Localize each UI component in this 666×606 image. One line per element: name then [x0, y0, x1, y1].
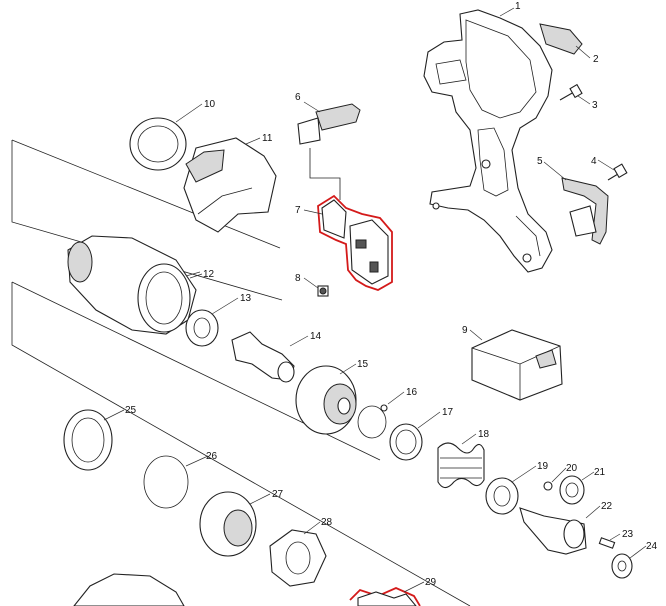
callout-14: 14	[310, 331, 322, 342]
callout-labels: 1 2 3 4 5 6 7 8 9 10 11 12 13 14 15 16 1…	[125, 1, 658, 588]
callout-15: 15	[357, 359, 369, 370]
part-19-washer[interactable]	[485, 477, 519, 515]
part-22-shaft[interactable]	[519, 507, 587, 555]
callout-10: 10	[204, 99, 216, 110]
callout-19: 19	[537, 461, 549, 472]
callout-24: 24	[646, 541, 658, 552]
callout-13: 13	[240, 293, 252, 304]
part-3-screw[interactable]	[559, 83, 583, 101]
callout-26: 26	[206, 451, 218, 462]
part-2-cover-plate[interactable]	[539, 23, 583, 55]
part-8-screw[interactable]	[317, 285, 329, 297]
callout-6: 6	[295, 92, 301, 103]
callout-3: 3	[592, 100, 598, 111]
part-29-switch-part[interactable]	[349, 587, 421, 606]
callout-16: 16	[406, 387, 418, 398]
part-11-front-cover[interactable]	[183, 137, 277, 233]
part-18-spring[interactable]	[437, 442, 485, 489]
part-23-pin[interactable]	[598, 537, 616, 549]
part-13-washer[interactable]	[185, 309, 219, 347]
callout-12: 12	[203, 269, 215, 280]
part-17-ring[interactable]	[389, 423, 423, 461]
part-5-trigger[interactable]	[561, 177, 609, 245]
callout-2: 2	[593, 54, 599, 65]
callout-11: 11	[262, 133, 273, 144]
part-25-ring[interactable]	[63, 409, 113, 471]
part-20-ball[interactable]	[543, 481, 553, 491]
hammer-case[interactable]	[67, 235, 197, 335]
part-26-o-ring[interactable]	[143, 455, 189, 509]
callout-28: 28	[321, 517, 333, 528]
part-24-washer[interactable]	[611, 553, 633, 579]
callout-1: 1	[515, 1, 521, 12]
callout-9: 9	[462, 325, 468, 336]
part-21-gear[interactable]	[559, 475, 585, 505]
callout-20: 20	[566, 463, 578, 474]
part-1-housing[interactable]	[423, 9, 553, 273]
part-10-ring[interactable]	[129, 117, 187, 171]
callout-18: 18	[478, 429, 490, 440]
part-9-controller[interactable]	[471, 329, 563, 401]
part-15-hammer[interactable]	[295, 365, 357, 435]
callout-4: 4	[591, 156, 597, 167]
part-16-ball[interactable]	[357, 404, 388, 439]
part-12-bumper[interactable]	[185, 271, 201, 277]
callout-22: 22	[601, 501, 613, 512]
part-6-switch-lever[interactable]	[297, 103, 361, 145]
part-14-spindle[interactable]	[231, 331, 295, 383]
callout-25: 25	[125, 405, 137, 416]
callout-8: 8	[295, 273, 301, 284]
callout-27: 27	[272, 489, 284, 500]
callout-7: 7	[295, 205, 301, 216]
callout-5: 5	[537, 156, 543, 167]
callout-21: 21	[594, 467, 606, 478]
part-4-screw[interactable]	[607, 163, 628, 181]
callout-leader-lines	[103, 7, 647, 593]
grip-piece[interactable]	[73, 573, 185, 606]
callout-29: 29	[425, 577, 437, 588]
part-28-nut[interactable]	[269, 529, 327, 587]
part-27-anvil[interactable]	[199, 491, 257, 557]
callout-23: 23	[622, 529, 634, 540]
callout-17: 17	[442, 407, 454, 418]
part-7-switch[interactable]	[317, 194, 393, 291]
